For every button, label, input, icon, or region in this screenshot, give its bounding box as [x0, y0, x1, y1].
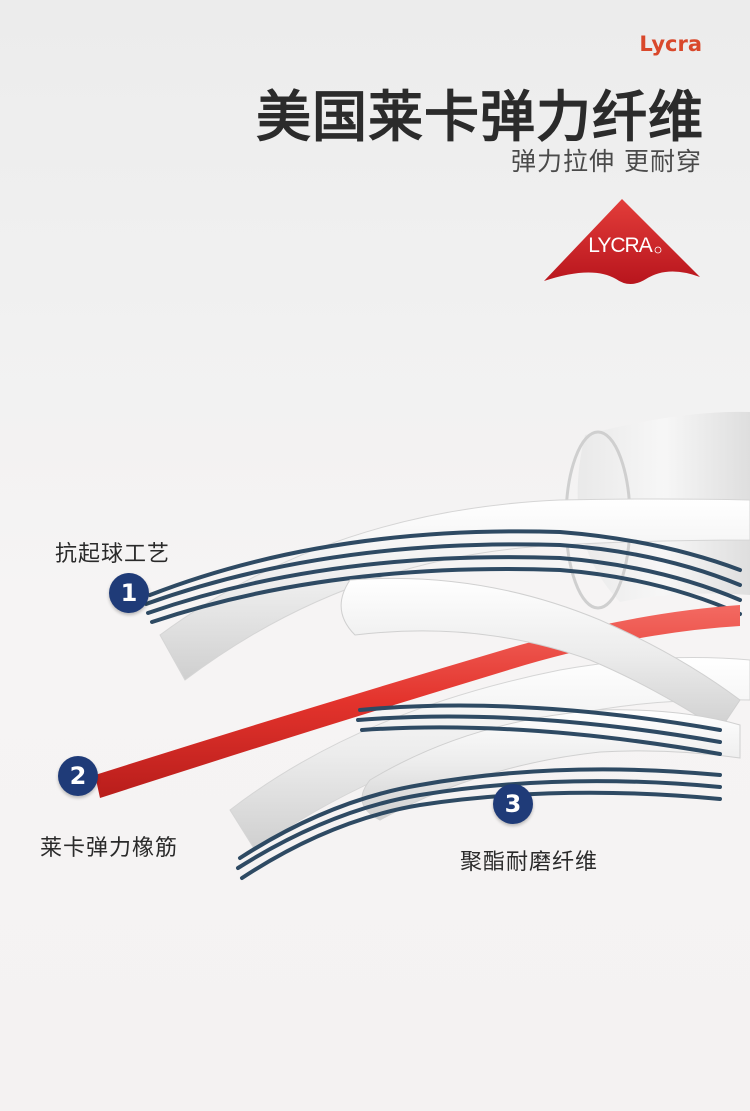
callout-marker-3: 3 [493, 784, 533, 824]
callout-marker-1: 1 [109, 573, 149, 613]
brand-tag: Lycra [639, 32, 702, 56]
lycra-logo-text: LYCRA [588, 234, 652, 257]
lycra-logo: LYCRA [544, 199, 700, 284]
page-title: 美国莱卡弹力纤维 [255, 85, 704, 149]
callout-label-1: 抗起球工艺 [55, 542, 171, 567]
fiber-illustration [95, 411, 750, 880]
callout-label-3: 聚酯耐磨纤维 [460, 850, 599, 875]
callout-marker-2: 2 [58, 756, 98, 796]
callout-label-2: 莱卡弹力橡筋 [40, 836, 179, 861]
page-subtitle: 弹力拉伸 更耐穿 [511, 147, 702, 176]
